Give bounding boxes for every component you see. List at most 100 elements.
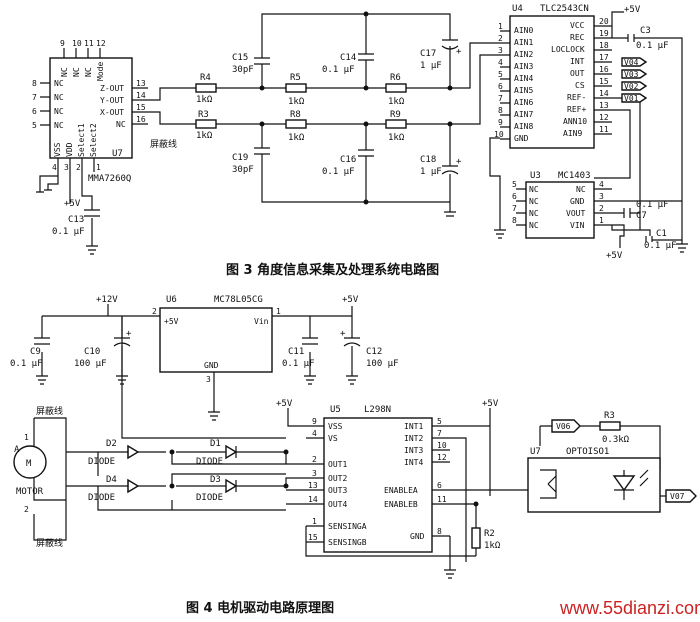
net-flag-label: V03 — [624, 70, 639, 79]
u4-pin-label: AIN5 — [514, 86, 533, 95]
c10-ref: C10 — [84, 347, 100, 357]
d3-ref: D3 — [210, 475, 221, 485]
u7-pin-label: Select1 — [77, 123, 86, 157]
u6-body — [159, 307, 273, 373]
junction-dot — [363, 121, 369, 127]
u5-pin-number: 1 — [312, 517, 317, 526]
u7-pin-number: 7 — [32, 93, 37, 102]
c16-ref: C16 — [340, 155, 356, 165]
net-flag-v06 — [551, 419, 581, 433]
u4-pin-label: LOCLOCK — [551, 45, 585, 54]
u4-pin-label: AIN6 — [514, 98, 533, 107]
r4-ref: R4 — [200, 73, 211, 83]
u4-net-flags: V04 V03 V02 V01 — [621, 57, 648, 103]
r2-value: 1kΩ — [484, 541, 501, 551]
u3-supply-label: +5V — [606, 251, 623, 261]
u7-pin-label: NC — [60, 67, 69, 77]
u6-pin-number: 2 — [152, 307, 157, 316]
figure-3-caption: 图 3 角度信息采集及处理系统电路图 — [226, 262, 439, 278]
u7-left-pin-leads — [40, 82, 50, 126]
r8-resistor — [285, 119, 307, 129]
diode-bridge: D2 DIODE D1 DIODE D4 DIODE D3 DIODE — [74, 316, 306, 511]
junction-dot — [363, 85, 369, 91]
u5-pin-number: 2 — [312, 455, 317, 464]
u7-pin-label: VDD — [65, 142, 74, 157]
u7-pin-number: 3 — [64, 163, 69, 172]
u7-pin-label: NC — [116, 120, 126, 129]
u7-pin-number: 8 — [32, 79, 37, 88]
u7-pin-number: 5 — [32, 121, 37, 130]
u4-pin-number: 7 — [498, 94, 503, 103]
junction-dot — [473, 501, 479, 507]
u5-pin-number: 10 — [437, 441, 447, 450]
shield-label: 屏蔽线 — [150, 138, 177, 150]
r3-value: 0.3kΩ — [602, 435, 630, 445]
r9-resistor — [385, 119, 407, 129]
c12-capacitor — [343, 337, 361, 352]
motor-symbol — [13, 445, 47, 479]
r3-ref: R3 — [198, 110, 209, 120]
shield-label: 屏蔽线 — [36, 537, 63, 549]
u6-ground — [208, 372, 220, 421]
u7-pin-label: NC — [54, 107, 64, 116]
d2-ref: D2 — [106, 439, 117, 449]
u4-pin-label: AIN9 — [563, 129, 582, 138]
u3-ref: U3 — [530, 171, 541, 181]
c1-value: 0.1 μF — [644, 241, 677, 251]
u5-pin-label: INT1 — [404, 422, 423, 431]
u4-pin-number: 20 — [599, 17, 609, 26]
u4-pin-label: REF+ — [567, 105, 586, 114]
c13-ref: C13 — [68, 215, 84, 225]
d1-ref: D1 — [210, 439, 221, 449]
c18-value: 1 μF — [420, 167, 442, 177]
r9-value: 1kΩ — [388, 133, 405, 143]
u5-pin-label: ENABLEA — [384, 486, 418, 495]
d2-diode — [127, 444, 140, 460]
u5-pin-label: SENSINGB — [328, 538, 367, 547]
u5-pin-number: 4 — [312, 429, 317, 438]
c19-ref: C19 — [232, 153, 248, 163]
c18-plus: + — [456, 157, 462, 167]
u3-pin-number: 5 — [512, 180, 517, 189]
u4-pin-label: AIN2 — [514, 50, 533, 59]
u5-pin-number: 8 — [437, 527, 442, 536]
opto-led-leads — [614, 469, 649, 500]
u4-pin-number: 15 — [599, 77, 609, 86]
u4-right-leads — [594, 25, 612, 135]
supply-5v-label: +5V — [342, 295, 359, 305]
c18-capacitor — [441, 124, 459, 180]
u4-pin-number: 18 — [599, 41, 609, 50]
d4-type: DIODE — [88, 493, 115, 503]
r5-resistor — [285, 83, 307, 93]
figure-4-caption: 图 4 电机驱动电路原理图 — [186, 600, 334, 616]
u5-pin-label: SENSINGA — [328, 522, 367, 531]
d4-ref: D4 — [106, 475, 117, 485]
d1-diode — [225, 444, 238, 460]
c7-ref: C7 — [636, 211, 647, 221]
u4-pin-label: VCC — [570, 21, 585, 30]
u5-motor-driver: U5 L298N +5V VSS VS OUT1 OUT2 OUT3 OUT4 … — [276, 399, 528, 579]
r2-ref: R2 — [484, 529, 495, 539]
u7-bottom-pin-leads — [57, 158, 95, 172]
c12-ref: C12 — [366, 347, 382, 357]
optocoupler: V06 R3 0.3kΩ U7 OPTOISO1 V07 — [527, 411, 697, 513]
c17-plus: + — [456, 47, 462, 57]
u3-pin-label: VIN — [570, 221, 585, 230]
r2-resistor — [471, 527, 481, 549]
u4-pin-label: REC — [570, 33, 585, 42]
u3-output-nets — [611, 200, 682, 248]
opto-body — [527, 457, 661, 513]
u7-pin-label: Mode — [96, 62, 105, 81]
u4-pin-number: 4 — [498, 58, 503, 67]
u4-pin-label: AIN7 — [514, 110, 533, 119]
u7-pin-label: X-OUT — [100, 108, 124, 117]
c17-value: 1 μF — [420, 61, 442, 71]
u4-pin-label: AIN3 — [514, 62, 533, 71]
bottom-chain-wire — [148, 54, 500, 125]
u5-pin-number: 6 — [437, 481, 442, 490]
u6-ref: U6 — [166, 295, 177, 305]
net-flag-label: V02 — [624, 82, 639, 91]
c14-capacitor — [358, 14, 374, 88]
u4-pin-number: 17 — [599, 53, 609, 62]
c14-value: 0.1 μF — [322, 65, 355, 75]
